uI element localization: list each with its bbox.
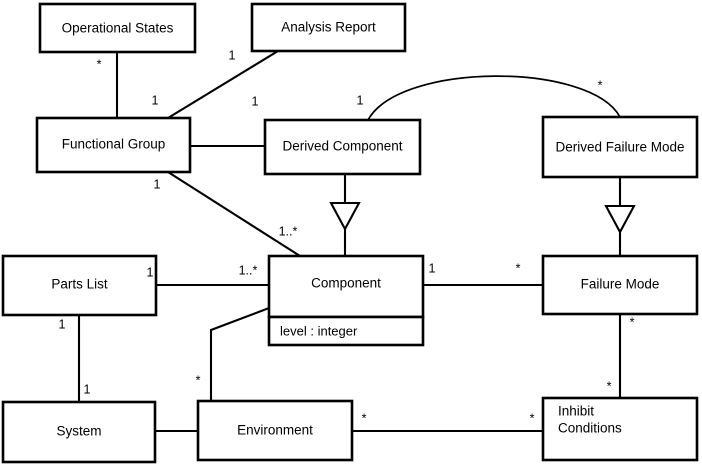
class-box-functional-group[interactable] bbox=[35, 116, 192, 174]
class-box-inhibit-conditions[interactable] bbox=[541, 396, 699, 462]
multiplicity-functional-group-component-source: 1 bbox=[154, 177, 161, 191]
class-name-failure-mode: Failure Mode bbox=[581, 277, 660, 292]
rel-component-environment-line[interactable] bbox=[209, 304, 278, 401]
multiplicity-operational-states-functional-group: * bbox=[97, 57, 102, 71]
class-box-system[interactable] bbox=[1, 400, 157, 464]
rel-functional-group-analysis-report-line[interactable] bbox=[167, 50, 279, 119]
class-box-analysis-report[interactable] bbox=[250, 2, 407, 53]
rel-functional-group-component-line[interactable] bbox=[167, 171, 301, 257]
generalization-triangle-component bbox=[329, 201, 361, 232]
multiplicity-environment-inhibit-source: * bbox=[362, 411, 367, 425]
class-attributes-component[interactable] bbox=[267, 315, 425, 347]
class-box-environment[interactable] bbox=[196, 399, 354, 462]
class-name-operational-states: Operational States bbox=[62, 21, 174, 36]
multiplicity-failure-mode-inhibit-source: * bbox=[630, 315, 635, 329]
multiplicity-failure-mode-inhibit-target: * bbox=[607, 379, 612, 393]
multiplicity-parts-list-system-source: 1 bbox=[59, 317, 66, 331]
class-parts-list[interactable]: Parts List bbox=[1, 254, 158, 317]
class-name-component: Component bbox=[311, 276, 381, 291]
class-name-derived-failure-mode: Derived Failure Mode bbox=[555, 140, 684, 155]
class-inhibit-conditions[interactable]: Inhibit Conditions bbox=[541, 396, 699, 462]
class-name-environment: Environment bbox=[237, 423, 313, 438]
class-derived-failure-mode[interactable]: Derived Failure Mode bbox=[541, 115, 699, 179]
class-failure-mode[interactable]: Failure Mode bbox=[541, 254, 699, 316]
class-system[interactable]: System bbox=[1, 400, 157, 464]
class-operational-states[interactable]: Operational States bbox=[38, 2, 197, 54]
class-name-functional-group: Functional Group bbox=[62, 137, 166, 152]
class-component[interactable]: Component level : integer bbox=[267, 254, 425, 347]
relationship-layer bbox=[77, 50, 636, 433]
generalization-triangle-failure-mode bbox=[604, 204, 636, 235]
rel-derived-component-derived-failure-mode-arc[interactable] bbox=[367, 75, 621, 121]
multiplicity-component-environment: * bbox=[196, 373, 201, 387]
class-box-derived-failure-mode[interactable] bbox=[541, 115, 699, 179]
class-name-derived-component: Derived Component bbox=[282, 139, 402, 154]
multiplicity-functional-group-component-target: 1..* bbox=[279, 224, 298, 238]
multiplicity-functional-group-analysis-report: 1 bbox=[152, 93, 159, 107]
multiplicity-derived-failure-mode-arc-target: * bbox=[598, 78, 603, 92]
class-box-operational-states[interactable] bbox=[38, 2, 197, 54]
multiplicity-parts-list-system-target: 1 bbox=[84, 382, 91, 396]
class-attribute-component-level: level : integer bbox=[280, 323, 358, 338]
class-name-system: System bbox=[56, 424, 101, 439]
class-analysis-report[interactable]: Analysis Report bbox=[250, 2, 407, 53]
class-box-failure-mode[interactable] bbox=[541, 254, 699, 316]
class-box-component[interactable] bbox=[267, 254, 425, 319]
multiplicity-parts-list-component-target: 1..* bbox=[239, 263, 258, 277]
multiplicity-component-failure-mode-source: 1 bbox=[429, 261, 436, 275]
class-name-inhibit-conditions-line1: Inhibit bbox=[558, 404, 594, 419]
class-box-parts-list[interactable] bbox=[1, 254, 158, 317]
class-name-parts-list: Parts List bbox=[51, 277, 108, 292]
class-name-analysis-report: Analysis Report bbox=[281, 20, 376, 35]
multiplicity-functional-group-derived-component: 1 bbox=[252, 94, 259, 108]
multiplicity-analysis-report-source: 1 bbox=[229, 48, 236, 62]
class-environment[interactable]: Environment bbox=[196, 399, 354, 462]
class-box-derived-component[interactable] bbox=[263, 118, 422, 176]
multiplicity-layer: * 1 1 1 1 1..* 1 * 1 1..* 1 1 1 * * * * … bbox=[59, 48, 635, 425]
multiplicity-derived-component-arc-source: 1 bbox=[357, 93, 364, 107]
class-name-inhibit-conditions-line2: Conditions bbox=[558, 421, 622, 436]
multiplicity-environment-inhibit-target: * bbox=[530, 411, 535, 425]
multiplicity-component-failure-mode-target: * bbox=[516, 261, 521, 275]
multiplicity-parts-list-component-source: 1 bbox=[147, 265, 154, 279]
class-derived-component[interactable]: Derived Component bbox=[263, 118, 422, 176]
class-functional-group[interactable]: Functional Group bbox=[35, 116, 192, 174]
